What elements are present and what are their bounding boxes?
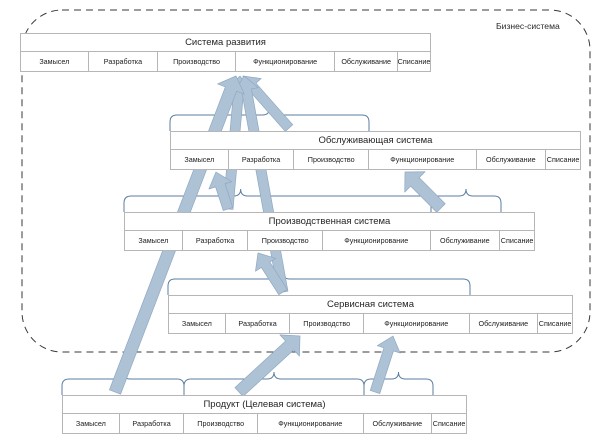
- system-title: Сервисная система: [169, 296, 572, 314]
- brace-proizvodstvennaya-sistema-0: [123, 188, 432, 212]
- system-title: Обслуживающая система: [171, 132, 580, 150]
- business-system-boundary: [21, 9, 591, 353]
- arrow-proizvodstvennaya-to-obsluzhivayushchaya: [208, 171, 234, 211]
- stage-cell-1[interactable]: Разработка: [88, 52, 159, 71]
- stage-cell-2[interactable]: Производство: [158, 52, 236, 71]
- stage-cell-1[interactable]: Разработка: [228, 150, 295, 169]
- stage-cell-2[interactable]: Производство: [294, 150, 370, 169]
- stage-cell-5[interactable]: Списание: [398, 52, 430, 71]
- stage-cell-1[interactable]: Разработка: [182, 231, 249, 250]
- stage-cell-3[interactable]: Функционирование: [364, 314, 470, 333]
- stage-cell-1[interactable]: Разработка: [119, 414, 185, 433]
- stage-cell-3[interactable]: Функционирование: [258, 414, 364, 433]
- stage-cell-4[interactable]: Обслуживание: [469, 314, 539, 333]
- stage-cell-1[interactable]: Разработка: [225, 314, 291, 333]
- stage-cell-4[interactable]: Обслуживание: [430, 231, 501, 250]
- stage-cell-4[interactable]: Обслуживание: [476, 150, 547, 169]
- stage-cell-2[interactable]: Производство: [184, 414, 259, 433]
- stage-cell-0[interactable]: Замысел: [125, 231, 183, 250]
- system-title: Продукт (Целевая система): [63, 396, 466, 414]
- stage-cell-5[interactable]: Списание: [546, 150, 580, 169]
- stage-cell-5[interactable]: Списание: [500, 231, 534, 250]
- system-title: Система развития: [21, 34, 430, 52]
- brace-servisnaya-sistema-0: [167, 271, 471, 295]
- arrow-produkt-to-servisnaya: [234, 334, 301, 397]
- stage-cell-4[interactable]: Обслуживание: [363, 414, 433, 433]
- arrow-servisnaya-to-proizvodstvennaya: [255, 252, 288, 296]
- brace-produkt-celevaya-sistema-2: [363, 371, 434, 395]
- stage-cell-0[interactable]: Замысел: [21, 52, 89, 71]
- stage-cell-0[interactable]: Замысел: [169, 314, 226, 333]
- system-title: Производственная система: [125, 213, 534, 231]
- stage-cell-0[interactable]: Замысел: [171, 150, 229, 169]
- stage-cell-2[interactable]: Производство: [248, 231, 324, 250]
- stage-cell-4[interactable]: Обслуживание: [335, 52, 398, 71]
- stage-cell-0[interactable]: Замысел: [63, 414, 120, 433]
- arrow-proizv-obsl-to-obsluzhivayushchaya: [404, 171, 446, 213]
- stage-cell-3[interactable]: Функционирование: [323, 231, 431, 250]
- stage-cell-3[interactable]: Функционирование: [235, 52, 336, 71]
- stage-cell-2[interactable]: Производство: [290, 314, 365, 333]
- business-system-label: Бизнес-система: [496, 21, 560, 31]
- stage-cell-5[interactable]: Списание: [432, 414, 466, 433]
- brace-produkt-celevaya-sistema-1: [183, 371, 365, 395]
- arrow-produkt-obsl-to-servisnaya: [369, 335, 401, 394]
- stage-cell-3[interactable]: Функционирование: [369, 150, 477, 169]
- stage-cell-5[interactable]: Списание: [538, 314, 572, 333]
